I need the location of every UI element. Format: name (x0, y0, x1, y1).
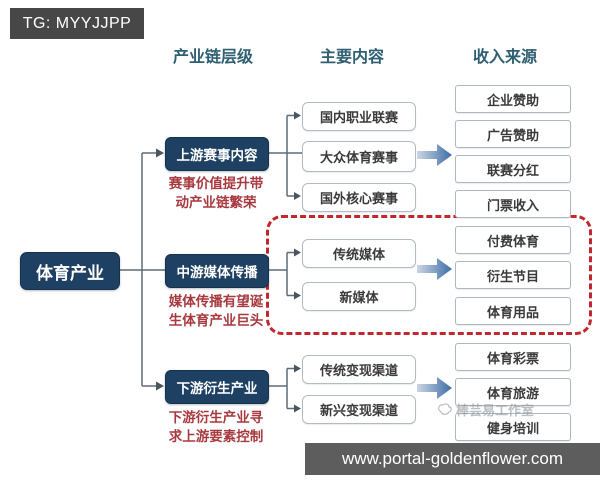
tier-box-downstream-label: 下游衍生产业 (176, 381, 258, 396)
big-arrow-midstream-icon (417, 258, 452, 280)
telegram-tag-text: TG: MYYJJPP (22, 14, 132, 32)
big-arrow-upstream-icon (417, 144, 452, 166)
income-box-derivative-shows: 衍生节目 (455, 261, 571, 289)
big-arrow-downstream-icon (417, 377, 452, 399)
root-node-label: 体育产业 (36, 263, 104, 283)
content-box-traditional-media: 传统媒体 (302, 239, 416, 268)
content-box-emerging-monetization: 新兴变现渠道 (302, 395, 416, 424)
tier-box-upstream: 上游赛事内容 (165, 137, 269, 171)
tier-note-midstream: 媒体传播有望诞 生体育产业巨头 (168, 294, 264, 328)
income-box-corporate-sponsorship: 企业赞助 (455, 85, 571, 113)
content-box-mass-sports-events: 大众体育赛事 (302, 141, 416, 172)
content-box-domestic-pro-league: 国内职业联赛 (302, 102, 416, 131)
tier-box-midstream-label: 中游媒体传播 (176, 265, 258, 280)
income-box-sports-lottery: 体育彩票 (455, 343, 571, 371)
column-header-content: 主要内容 (319, 49, 384, 66)
content-box-traditional-monetization: 传统变现渠道 (302, 355, 416, 384)
root-node-sports-industry: 体育产业 (20, 252, 120, 290)
column-header-income: 收入来源 (472, 49, 537, 66)
income-box-league-dividends: 联赛分红 (455, 155, 571, 183)
tier-box-midstream: 中游媒体传播 (165, 254, 269, 288)
tier-note-downstream: 下游衍生产业寻 求上游要素控制 (168, 410, 264, 444)
income-box-fitness-training: 健身培训 (455, 413, 571, 441)
telegram-tag-badge: TG: MYYJJPP (10, 8, 144, 39)
tier-box-downstream: 下游衍生产业 (165, 370, 269, 404)
content-box-foreign-core-events: 国外核心赛事 (302, 183, 416, 212)
income-box-ticket-revenue: 门票收入 (455, 190, 571, 218)
tier-box-upstream-label: 上游赛事内容 (176, 148, 258, 163)
tier-note-upstream: 赛事价值提升带 动产业链繁荣 (168, 176, 264, 210)
footer-url-bar: www.portal-goldenflower.com (305, 443, 600, 475)
income-box-ad-sponsorship: 广告赞助 (455, 120, 571, 148)
income-box-sporting-goods: 体育用品 (455, 297, 571, 325)
footer-url-text: www.portal-goldenflower.com (341, 449, 564, 468)
content-box-new-media: 新媒体 (302, 282, 416, 311)
column-header-level: 产业链层级 (172, 49, 253, 66)
studio-logo-icon (438, 403, 452, 415)
income-box-paid-sports: 付费体育 (455, 226, 571, 254)
income-box-sports-tourism: 体育旅游 (455, 378, 571, 406)
